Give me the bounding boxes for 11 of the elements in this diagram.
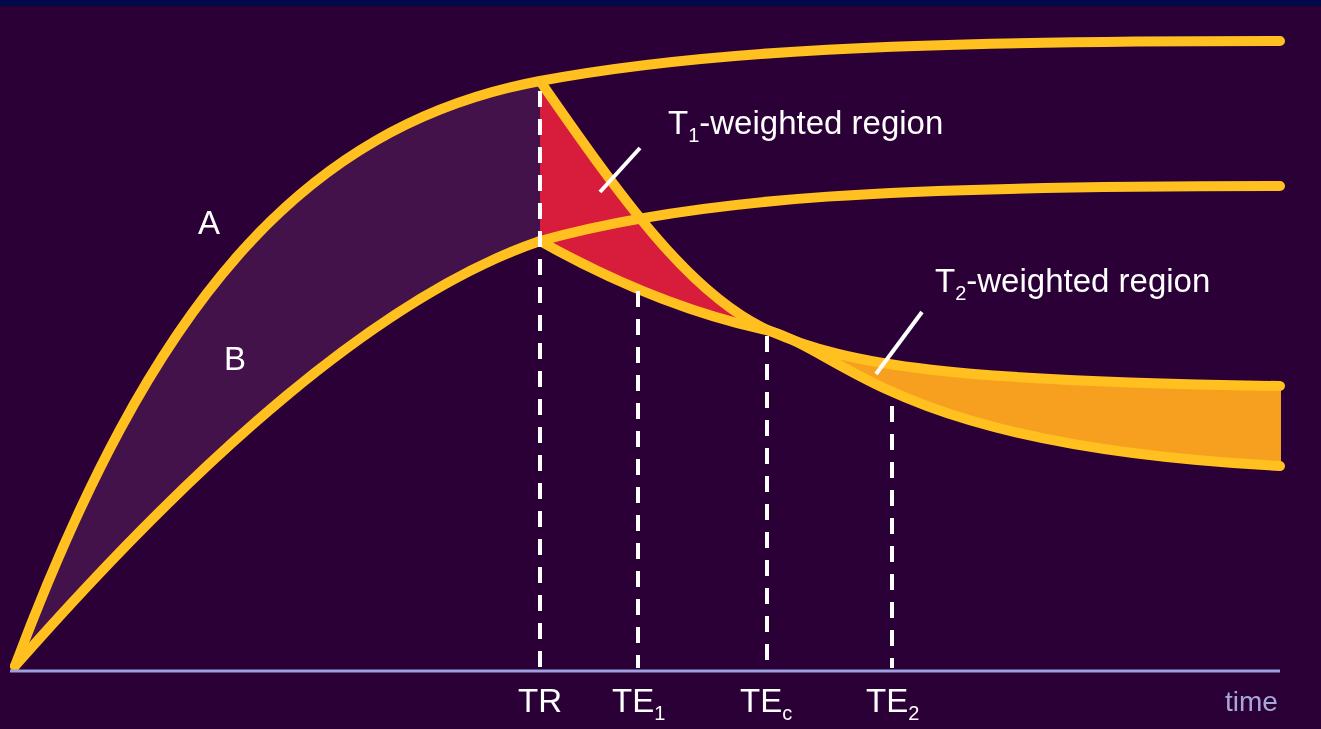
leader-line	[874, 310, 924, 376]
curve-label: B	[224, 342, 246, 375]
region-label: T$_{1}$-weighted region	[668, 106, 944, 145]
leader-line	[598, 146, 642, 194]
region-label: T$_{2}$-weighted region	[935, 264, 1211, 303]
axis-label: TE$_{1}$	[612, 684, 666, 723]
axis-title: time	[1225, 688, 1278, 716]
axis-label: TE$_{c}$	[740, 684, 793, 723]
axis-label: TE$_{2}$	[866, 684, 920, 723]
curve-label: A	[198, 206, 220, 239]
axis-label: TR	[518, 684, 562, 717]
